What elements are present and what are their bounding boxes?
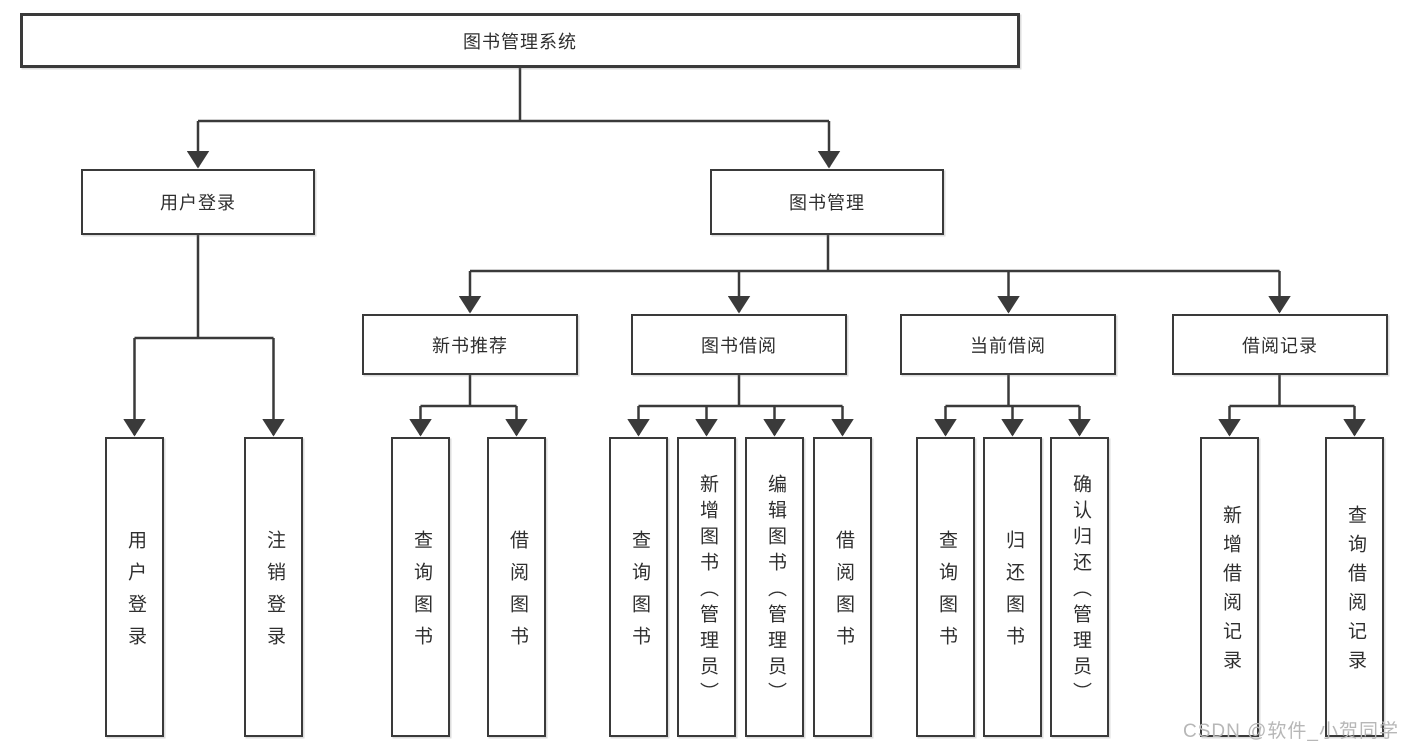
leaf-user-login: 用户登录: [105, 437, 164, 737]
leaf-current-query-book: 查询图书: [916, 437, 975, 737]
leaf-current-confirm-return-admin: 确认归还（管理员）: [1050, 437, 1109, 737]
leaf-logout: 注销登录: [244, 437, 303, 737]
csdn-watermark: CSDN @软件_小贺同学: [1183, 721, 1399, 742]
node-book-management: 图书管理: [710, 169, 944, 235]
leaf-newbook-query-book: 查询图书: [391, 437, 450, 737]
leaf-borrow-edit-book-admin: 编辑图书（管理员）: [745, 437, 804, 737]
leaf-current-return-book: 归还图书: [983, 437, 1042, 737]
leaf-borrow-query-book: 查询图书: [609, 437, 668, 737]
leaf-newbook-borrow-book: 借阅图书: [487, 437, 546, 737]
node-book-borrow: 图书借阅: [631, 314, 847, 375]
node-user-login: 用户登录: [81, 169, 315, 235]
node-current-borrow: 当前借阅: [900, 314, 1116, 375]
node-root-system: 图书管理系统: [20, 13, 1020, 68]
leaf-borrow-borrow-book: 借阅图书: [813, 437, 872, 737]
leaf-records-add-record: 新增借阅记录: [1200, 437, 1259, 737]
node-borrow-records: 借阅记录: [1172, 314, 1388, 375]
node-new-book-recommend: 新书推荐: [362, 314, 578, 375]
leaf-borrow-add-book-admin: 新增图书（管理员）: [677, 437, 736, 737]
leaf-records-query-record: 查询借阅记录: [1325, 437, 1384, 737]
